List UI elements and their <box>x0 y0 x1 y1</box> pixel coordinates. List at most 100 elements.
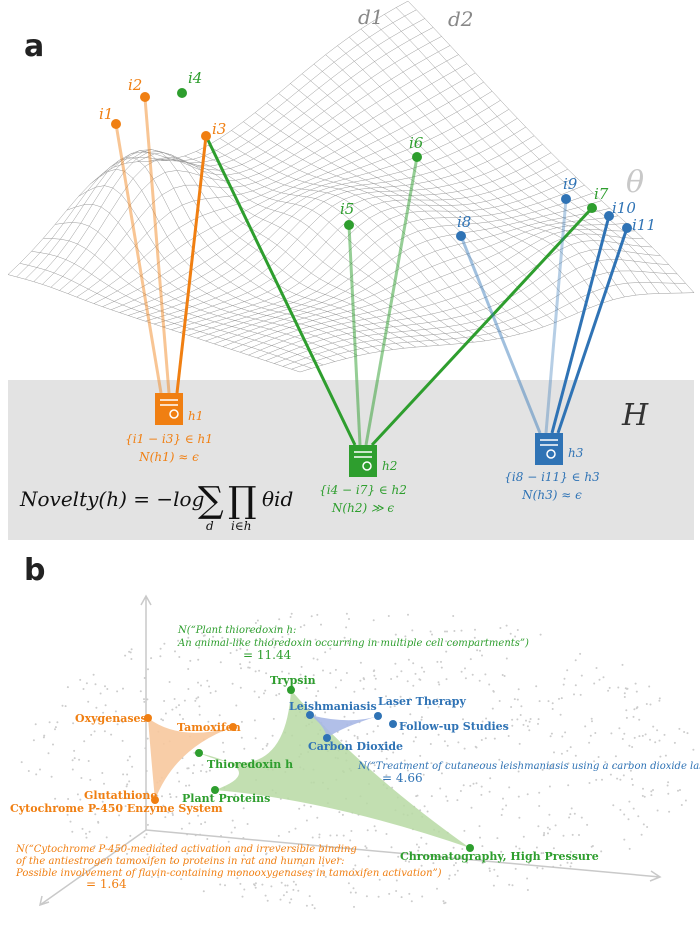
scatter-dot <box>481 862 484 865</box>
scatter-dot <box>311 904 314 906</box>
scatter-dot <box>96 718 99 721</box>
scatter-dot <box>598 678 601 681</box>
scatter-dot <box>443 902 446 905</box>
scatter-dot <box>309 639 311 642</box>
scatter-dot <box>374 688 377 691</box>
hypothesis-members-h1: {i1 − i3} ∈ h1 <box>125 432 213 446</box>
scatter-dot <box>292 888 295 891</box>
scatter-dot <box>635 690 638 693</box>
scatter-dot <box>574 684 577 687</box>
scatter-dot <box>233 826 236 829</box>
scatter-dot <box>526 793 529 796</box>
scatter-dot <box>453 706 456 708</box>
scatter-dot <box>145 833 148 836</box>
scatter-dot <box>353 734 356 737</box>
scatter-dot <box>76 793 79 796</box>
scatter-dot <box>632 807 635 810</box>
scatter-dot <box>219 661 222 664</box>
scatter-dot <box>121 721 124 724</box>
scatter-dot <box>502 797 504 800</box>
scatter-dot <box>473 765 475 768</box>
scatter-dot <box>511 884 514 887</box>
scatter-dot <box>517 795 520 798</box>
scatter-dot <box>658 699 661 702</box>
scatter-dot <box>404 860 407 862</box>
scatter-dot <box>481 654 483 657</box>
term-oxygenases: Oxygenases <box>75 712 147 725</box>
hypothesis-h2: h2 {i4 − i7} ∈ h2 N(h2) ≫ ϵ <box>319 445 407 515</box>
scatter-dot <box>94 813 97 816</box>
scatter-dot <box>310 615 313 618</box>
scatter-dot <box>209 691 212 694</box>
scatter-dot <box>538 791 541 794</box>
scatter-dot <box>650 790 653 793</box>
scatter-dot <box>300 665 303 668</box>
term-glutathione: Glutathione <box>84 789 157 802</box>
hypothesis-name-h3: h3 <box>568 446 584 460</box>
scatter-dot <box>248 666 251 669</box>
scatter-dot <box>324 651 327 654</box>
term-thioredoxin-h: Thioredoxin h <box>207 758 293 771</box>
scatter-dot <box>239 882 242 885</box>
term-plant-proteins: Plant Proteins <box>182 792 270 805</box>
scatter-dot <box>160 718 163 721</box>
scatter-dot <box>666 784 669 787</box>
document-icon <box>535 433 563 465</box>
scatter-dot <box>600 850 603 853</box>
scatter-dot <box>683 731 686 733</box>
scatter-dot <box>71 759 74 762</box>
scatter-dot <box>200 770 202 772</box>
mesh-line <box>67 63 468 294</box>
point-label-i8: i8 <box>457 213 471 231</box>
scatter-dot <box>459 790 462 792</box>
scatter-dot <box>547 763 550 766</box>
scatter-dot <box>526 725 529 728</box>
scatter-dot <box>501 674 504 676</box>
scatter-dot <box>352 874 355 877</box>
scatter-dot <box>402 732 404 735</box>
point-i9 <box>561 194 571 204</box>
scatter-dot <box>597 756 600 758</box>
scatter-dot <box>299 673 302 676</box>
scatter-dot <box>186 767 189 770</box>
scatter-dot <box>183 699 186 702</box>
scatter-dot <box>383 741 386 744</box>
scatter-dot <box>305 819 308 822</box>
scatter-dot <box>289 616 292 618</box>
scatter-dot <box>295 883 297 886</box>
panel-a-label: a <box>24 29 44 64</box>
scatter-dot <box>550 765 553 768</box>
scatter-dot <box>631 778 633 781</box>
scatter-dot <box>366 733 369 735</box>
scatter-dot <box>266 899 269 902</box>
scatter-dot <box>253 884 256 887</box>
scatter-dot <box>634 682 637 685</box>
scatter-dot <box>356 871 359 874</box>
scatter-dot <box>89 778 92 781</box>
scatter-dot <box>590 717 593 720</box>
formula-term: θid <box>262 487 293 511</box>
scatter-dot <box>622 774 625 777</box>
mesh-line <box>160 160 451 345</box>
scatter-dot <box>517 770 520 773</box>
mesh-line <box>337 45 625 298</box>
scatter-dot <box>409 713 412 716</box>
scatter-dot <box>562 834 565 837</box>
scatter-dot <box>254 886 257 889</box>
scatter-dot <box>449 728 451 731</box>
scatter-dot <box>334 668 337 671</box>
scatter-dot <box>106 688 109 690</box>
scatter-dot <box>209 795 212 797</box>
scatter-dot <box>416 794 419 797</box>
scatter-dot <box>445 761 448 764</box>
scatter-dot <box>584 725 587 728</box>
scatter-dot <box>623 838 626 841</box>
scatter-dot <box>64 705 67 708</box>
point-label-i9: i9 <box>563 175 578 193</box>
scatter-dot <box>85 682 88 685</box>
scatter-dot <box>345 740 348 743</box>
scatter-dot <box>659 755 662 758</box>
scatter-dot <box>649 703 652 706</box>
orange-links <box>114 97 208 394</box>
mesh-line <box>274 259 669 364</box>
